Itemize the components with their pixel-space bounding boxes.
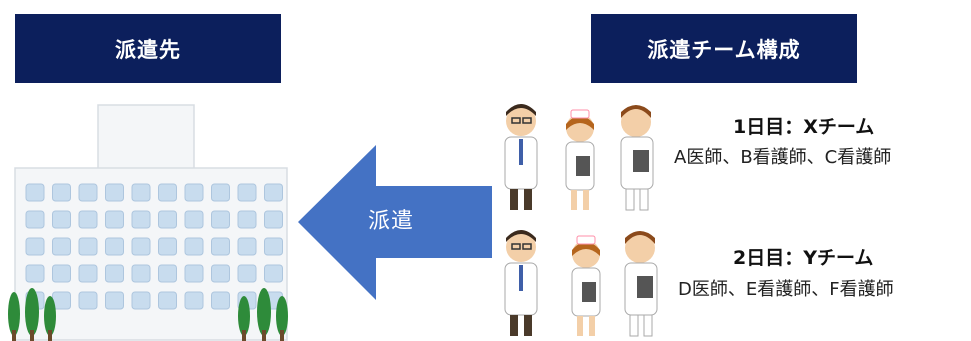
nurse-figure — [565, 109, 595, 210]
building-windows — [25, 183, 283, 310]
building-window — [211, 183, 230, 202]
building-window — [52, 264, 71, 283]
building-window — [264, 264, 283, 283]
tree-group-left — [8, 288, 56, 341]
doctor-figure — [504, 230, 538, 336]
building-window — [25, 210, 45, 229]
building-window — [105, 210, 124, 229]
team1-members: A医師、B看護師、C看護師 — [674, 147, 892, 168]
building-window — [105, 183, 124, 202]
building-window — [158, 291, 177, 310]
building-window — [158, 237, 177, 256]
building-window — [184, 210, 204, 229]
team2-staff-illustration — [504, 230, 658, 337]
building-window — [131, 183, 151, 202]
building-window — [184, 264, 204, 283]
building-window — [264, 183, 283, 202]
building-window — [131, 264, 151, 283]
building-window — [52, 210, 71, 229]
nurse-figure — [624, 231, 658, 337]
building-window — [105, 264, 124, 283]
team-composition-header: 派遣チーム構成 — [591, 14, 857, 83]
building-window — [237, 183, 257, 202]
building-window — [25, 264, 45, 283]
building-window — [25, 183, 45, 202]
building-window — [78, 291, 98, 310]
building-window — [184, 291, 204, 310]
tree-group-right — [238, 288, 288, 341]
building-window — [158, 264, 177, 283]
building-window — [237, 264, 257, 283]
destination-header-label: 派遣先 — [115, 37, 181, 62]
team1-staff-illustration — [504, 104, 654, 211]
building-window — [131, 237, 151, 256]
building-window — [184, 237, 204, 256]
building-window — [105, 291, 124, 310]
building-window — [25, 237, 45, 256]
building-window — [237, 210, 257, 229]
building-window — [78, 264, 98, 283]
building-window — [211, 237, 230, 256]
building-window — [158, 210, 177, 229]
building-window — [264, 210, 283, 229]
team2-members: D医師、E看護師、F看護師 — [678, 279, 894, 300]
building-window — [52, 183, 71, 202]
doctor-figure — [504, 104, 538, 210]
building-window — [158, 183, 177, 202]
building-window — [211, 291, 230, 310]
team1-title: 1日目：Xチーム — [733, 116, 875, 138]
nurse-figure — [620, 105, 654, 211]
building-window — [237, 237, 257, 256]
building-window — [105, 237, 124, 256]
team-composition-header-label: 派遣チーム構成 — [647, 37, 801, 62]
arrow-label: 派遣 — [368, 209, 415, 234]
team2-title: 2日目：Yチーム — [733, 247, 874, 269]
building-window — [131, 291, 151, 310]
hospital-building-illustration — [8, 104, 288, 341]
building-window — [184, 183, 204, 202]
building-window — [211, 264, 230, 283]
dispatch-arrow — [298, 145, 492, 300]
building-window — [264, 237, 283, 256]
building-window — [52, 237, 71, 256]
building-window — [211, 210, 230, 229]
building-window — [78, 237, 98, 256]
building-window — [131, 210, 151, 229]
nurse-figure — [571, 235, 601, 336]
building-window — [78, 210, 98, 229]
building-window — [78, 183, 98, 202]
destination-header: 派遣先 — [15, 14, 281, 83]
